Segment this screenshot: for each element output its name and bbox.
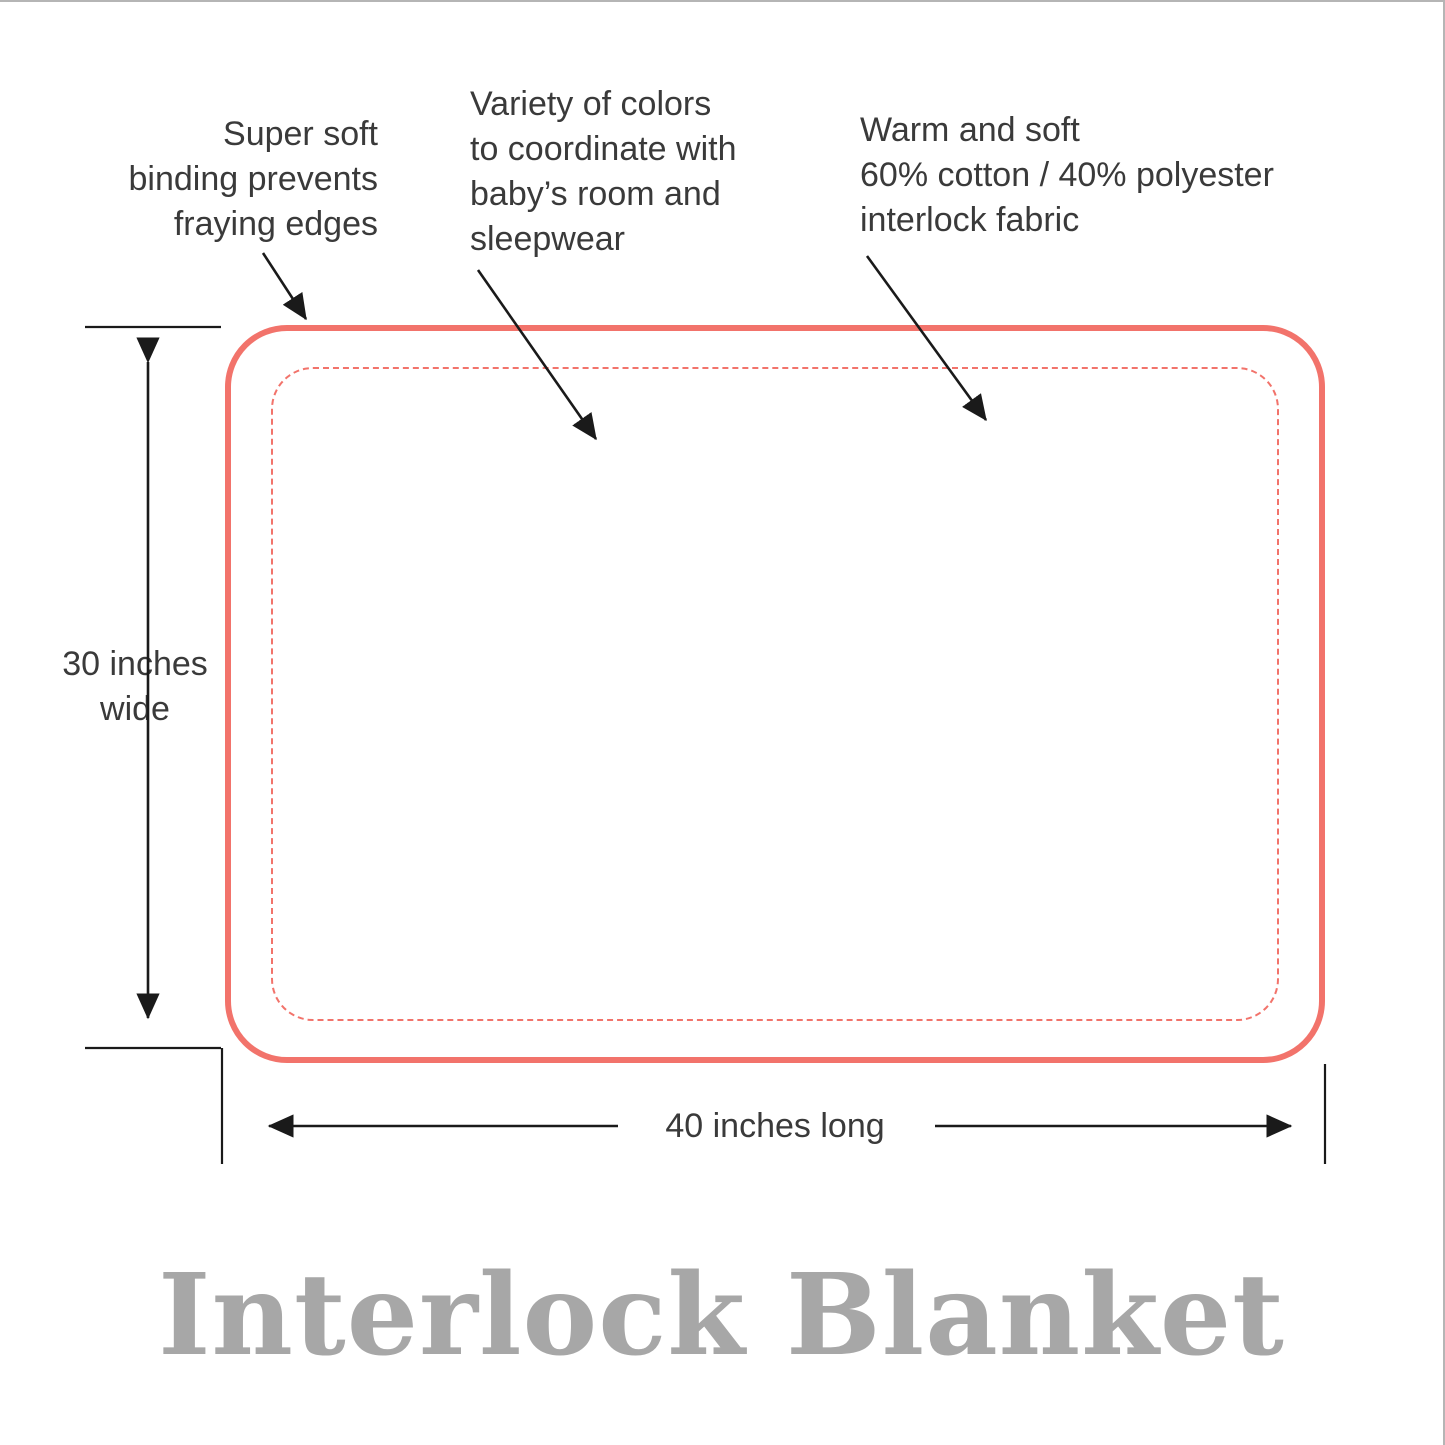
width-dimension-label: 30 inches wide	[62, 645, 208, 728]
blanket-stitch-line	[271, 367, 1279, 1021]
annotation-arrow-binding	[261, 252, 308, 321]
annotation-fabric: Warm and soft 60% cotton / 40% polyester…	[860, 111, 1274, 239]
page-title: Interlock Blanket	[158, 1250, 1285, 1381]
length-dimension-label: 40 inches long	[665, 1107, 885, 1145]
blanket-outline	[225, 325, 1325, 1063]
annotation-colors: Variety of colors to coordinate with bab…	[470, 85, 737, 258]
annotation-binding: Super soft binding prevents fraying edge…	[128, 115, 378, 243]
